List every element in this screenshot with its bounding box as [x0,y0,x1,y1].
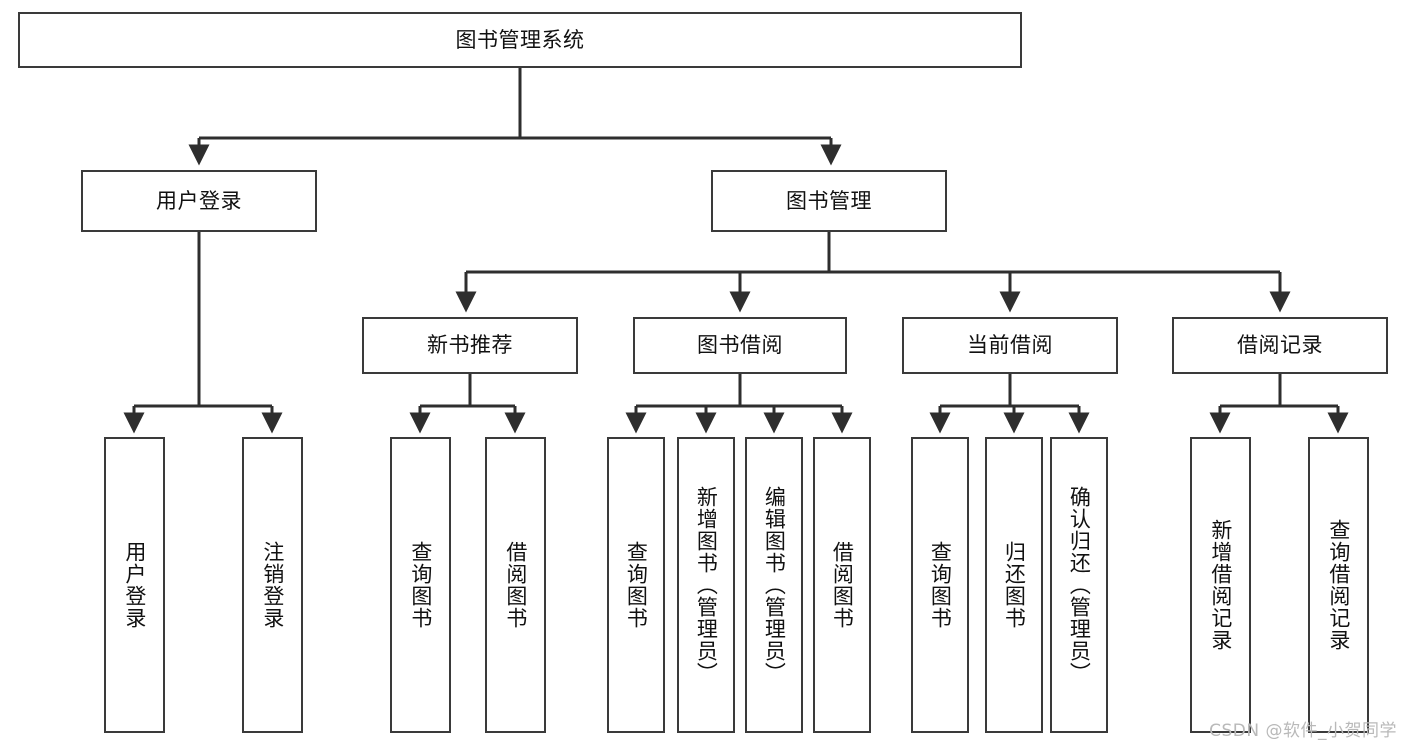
leaf-query-book-current[interactable]: 查询图书 [911,437,969,733]
leaf-edit-book-admin[interactable]: 编辑图书（管理员） [745,437,803,733]
leaf-query-book-recommend-label: 查询图书 [408,541,433,629]
csdn-watermark: CSDN @软件_小贺同学 [1209,721,1397,741]
node-new-book-recommend-label: 新书推荐 [427,333,513,358]
leaf-query-borrow-record-label: 查询借阅记录 [1326,519,1351,651]
node-current-borrow[interactable]: 当前借阅 [902,317,1118,374]
node-borrow-record[interactable]: 借阅记录 [1172,317,1388,374]
leaf-borrow-book-recommend[interactable]: 借阅图书 [485,437,546,733]
node-current-borrow-label: 当前借阅 [967,333,1053,358]
leaf-user-login-label: 用户登录 [122,541,147,629]
leaf-return-book[interactable]: 归还图书 [985,437,1043,733]
leaf-query-borrow-record[interactable]: 查询借阅记录 [1308,437,1369,733]
node-borrow-record-label: 借阅记录 [1237,333,1323,358]
node-book-borrow-label: 图书借阅 [697,333,783,358]
leaf-logout[interactable]: 注销登录 [242,437,303,733]
leaf-add-book-admin[interactable]: 新增图书（管理员） [677,437,735,733]
leaf-query-book-borrow[interactable]: 查询图书 [607,437,665,733]
leaf-borrow-book[interactable]: 借阅图书 [813,437,871,733]
node-root-system[interactable]: 图书管理系统 [18,12,1022,68]
leaf-edit-book-admin-label: 编辑图书（管理员） [762,486,787,684]
node-user-login[interactable]: 用户登录 [81,170,317,232]
node-book-borrow[interactable]: 图书借阅 [633,317,847,374]
leaf-user-login[interactable]: 用户登录 [104,437,165,733]
leaf-borrow-book-label: 借阅图书 [830,541,855,629]
leaf-borrow-book-recommend-label: 借阅图书 [503,541,528,629]
leaf-add-book-admin-label: 新增图书（管理员） [694,486,719,684]
leaf-add-borrow-record-label: 新增借阅记录 [1208,519,1233,651]
leaf-query-book-borrow-label: 查询图书 [624,541,649,629]
node-new-book-recommend[interactable]: 新书推荐 [362,317,578,374]
leaf-query-book-current-label: 查询图书 [928,541,953,629]
node-book-management[interactable]: 图书管理 [711,170,947,232]
node-user-login-label: 用户登录 [156,188,242,213]
node-book-management-label: 图书管理 [786,188,872,213]
leaf-confirm-return-admin[interactable]: 确认归还（管理员） [1050,437,1108,733]
leaf-return-book-label: 归还图书 [1002,541,1027,629]
node-root-system-label: 图书管理系统 [455,27,585,52]
leaf-logout-label: 注销登录 [260,541,285,629]
leaf-add-borrow-record[interactable]: 新增借阅记录 [1190,437,1251,733]
leaf-confirm-return-admin-label: 确认归还（管理员） [1067,486,1092,684]
leaf-query-book-recommend[interactable]: 查询图书 [390,437,451,733]
